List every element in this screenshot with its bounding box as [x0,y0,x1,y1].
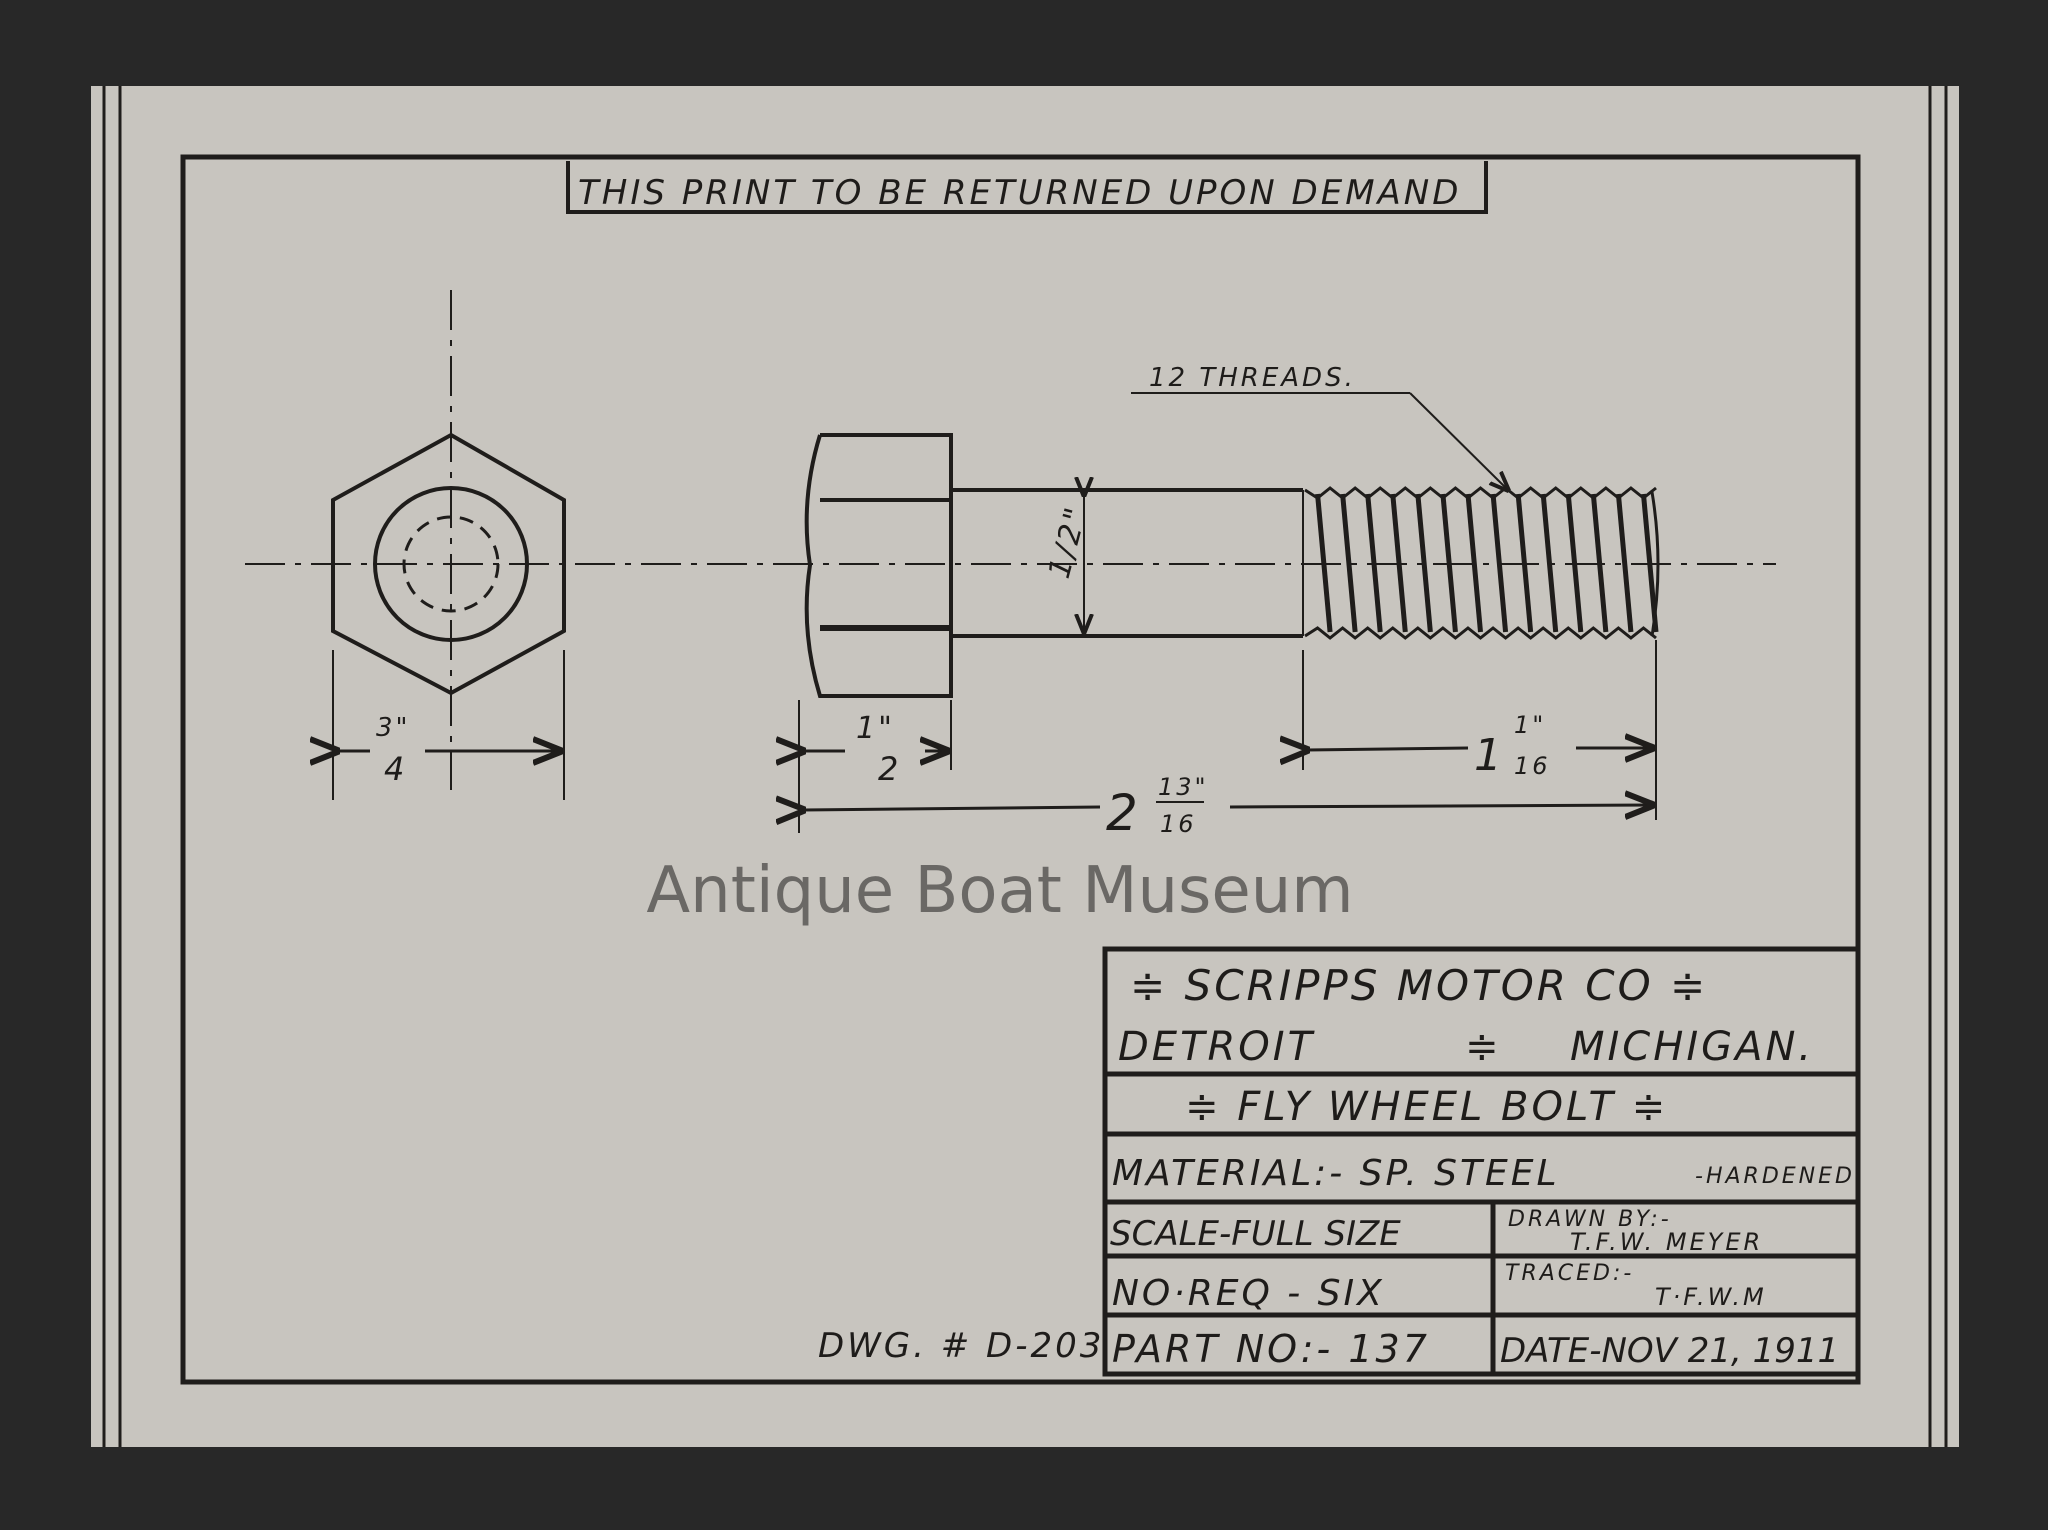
location-separator: ≑ [1465,1024,1502,1070]
header-box [566,161,1488,214]
material-note: -HARDENED [1695,1164,1855,1189]
quantity-required: NO·REQ - SIX [1112,1273,1385,1314]
thread-crest-line [1590,493,1609,633]
drawing-date: DATE-NOV 21, 1911 [1500,1331,1839,1371]
svg-text:13": 13" [1158,773,1209,801]
company-name: ≑ SCRIPPS MOTOR CO ≑ [1130,961,1708,1010]
thread-crest-line [1490,493,1509,633]
hex-end-view [331,432,566,696]
svg-text:2: 2 [1106,784,1141,842]
bolt-shank [951,488,1304,638]
bearing-face-circle [373,486,529,642]
paper-sheet [91,86,1959,1447]
thread-crest-line [1540,493,1559,633]
state: MICHIGAN. [1570,1024,1814,1070]
thread-end [1650,491,1660,637]
svg-text:4: 4 [384,750,407,788]
svg-text:2: 2 [878,750,901,788]
thread-crest-line [1390,493,1408,633]
title-block-grid [1102,946,1861,1377]
thread-crest-line [1365,493,1383,633]
svg-text:1": 1" [856,711,895,746]
scale: SCALE-FULL SIZE [1110,1214,1401,1254]
thread-crest-line [1565,493,1584,633]
thread-crest-line [1340,493,1358,633]
thread-note: 12 THREADS. [1149,363,1356,393]
drawing-number: DWG. # D-203 [818,1326,1104,1366]
hex-flats-dimension: 3" 4 [376,713,411,788]
thread-crest-line [1615,493,1634,633]
title-block: ≑ SCRIPPS MOTOR CO ≑ DETROIT ≑ MICHIGAN.… [1110,961,1855,1371]
hidden-shank-circle [402,515,500,613]
svg-text:1: 1 [1474,730,1505,781]
paper-edge-lines [102,86,1948,1447]
traced-by: T·F.W.M [1655,1283,1767,1311]
bolt-head-side-view [804,433,953,698]
thread-crest-line [1640,493,1659,633]
thread-leader-arrow [1409,392,1508,490]
dimension-arrows [337,748,1652,810]
part-name: ≑ FLY WHEEL BOLT ≑ [1185,1084,1668,1130]
thread-section [1304,486,1660,640]
svg-text:16: 16 [1160,810,1197,838]
thread-length-dimension: 1 1" 16 [1474,711,1551,781]
header-notice: THIS PRINT TO BE RETURNED UPON DEMAND [578,173,1461,213]
traced-label: TRACED:- [1505,1261,1634,1286]
thread-crest-line [1515,493,1534,633]
overall-length-dimension: 2 13" 16 [1106,773,1209,842]
thread-crest-line [1465,493,1483,633]
svg-text:3": 3" [376,713,411,743]
thread-crest-line [1415,493,1433,633]
drawing-border [180,154,1861,1385]
extension-lines [332,640,1657,833]
thread-profile [1304,626,1657,640]
drawn-by: T.F.W. MEYER [1570,1228,1763,1256]
thread-profile [1304,486,1657,500]
head-height-dimension: 1" 2 [856,711,901,788]
part-number: PART NO:- 137 [1112,1327,1430,1371]
svg-text:16: 16 [1514,752,1551,780]
watermark: Antique Boat Museum [646,854,1353,928]
city: DETROIT [1118,1024,1316,1070]
thread-crest-line [1440,493,1458,633]
material: MATERIAL:- SP. STEEL [1112,1153,1560,1194]
thread-crest-line [1315,493,1333,633]
drawn-by-label: DRAWN BY:- [1508,1207,1672,1232]
svg-text:1": 1" [1514,711,1546,739]
